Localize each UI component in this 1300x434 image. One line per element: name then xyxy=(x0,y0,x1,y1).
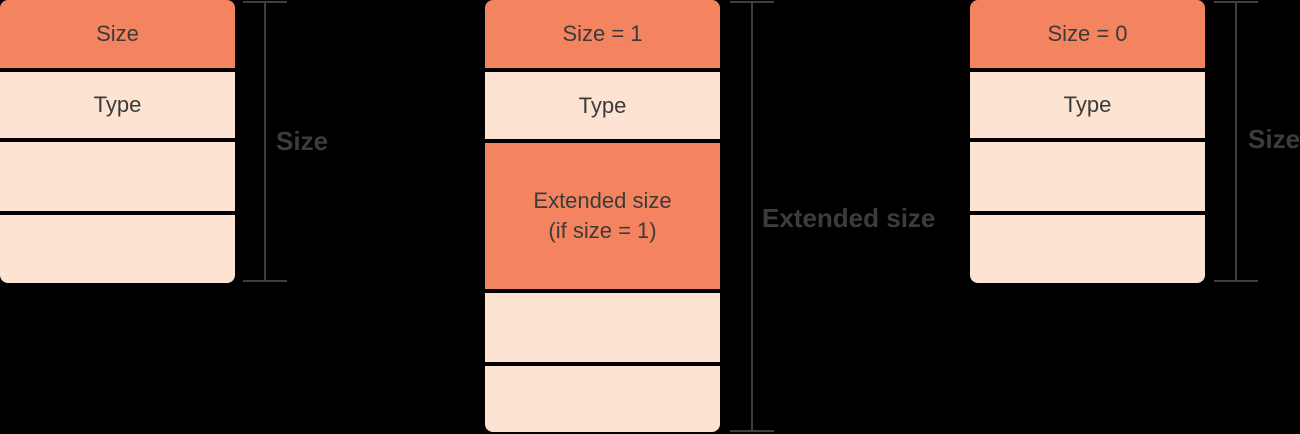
field-size-eq-0-label: Size = 0 xyxy=(1047,21,1128,46)
dimension-line xyxy=(1235,1,1237,282)
dimension-label-size: Size xyxy=(276,126,329,156)
dimension-tick-bottom xyxy=(1214,280,1258,282)
field-payload xyxy=(0,215,235,283)
dimension-tick-bottom xyxy=(243,280,287,282)
field-payload xyxy=(485,293,720,362)
column-size-zero-box: Size = 0 Type xyxy=(970,0,1205,434)
field-size-eq-0: Size = 0 xyxy=(970,0,1205,68)
field-size: Size xyxy=(0,0,235,68)
dimension-label-extended-size: Extended size xyxy=(762,203,936,233)
field-type: Type xyxy=(485,72,720,139)
field-size-label: Size xyxy=(96,21,139,46)
field-type-label: Type xyxy=(1063,92,1112,117)
field-type: Type xyxy=(0,72,235,138)
column-basic-box: Size Type xyxy=(0,0,235,434)
field-type: Type xyxy=(970,72,1205,138)
field-payload xyxy=(970,142,1205,211)
dimension-line xyxy=(751,1,753,432)
field-payload xyxy=(0,142,235,211)
field-payload xyxy=(485,366,720,432)
field-type-label: Type xyxy=(578,92,627,118)
field-type-label: Type xyxy=(93,92,142,117)
column-extended-box: Size = 1 Type Extended size (if size = 1… xyxy=(485,0,720,434)
field-size-eq-1: Size = 1 xyxy=(485,0,720,68)
dimension-line xyxy=(264,1,266,282)
field-size-eq-1-label: Size = 1 xyxy=(562,21,643,46)
dimension-tick-bottom xyxy=(730,430,774,432)
field-extended-size-label: Extended size (if size = 1) xyxy=(533,188,672,243)
field-extended-size: Extended size (if size = 1) xyxy=(485,143,720,289)
field-payload xyxy=(970,215,1205,283)
dimension-label-size: Size xyxy=(1248,124,1300,154)
